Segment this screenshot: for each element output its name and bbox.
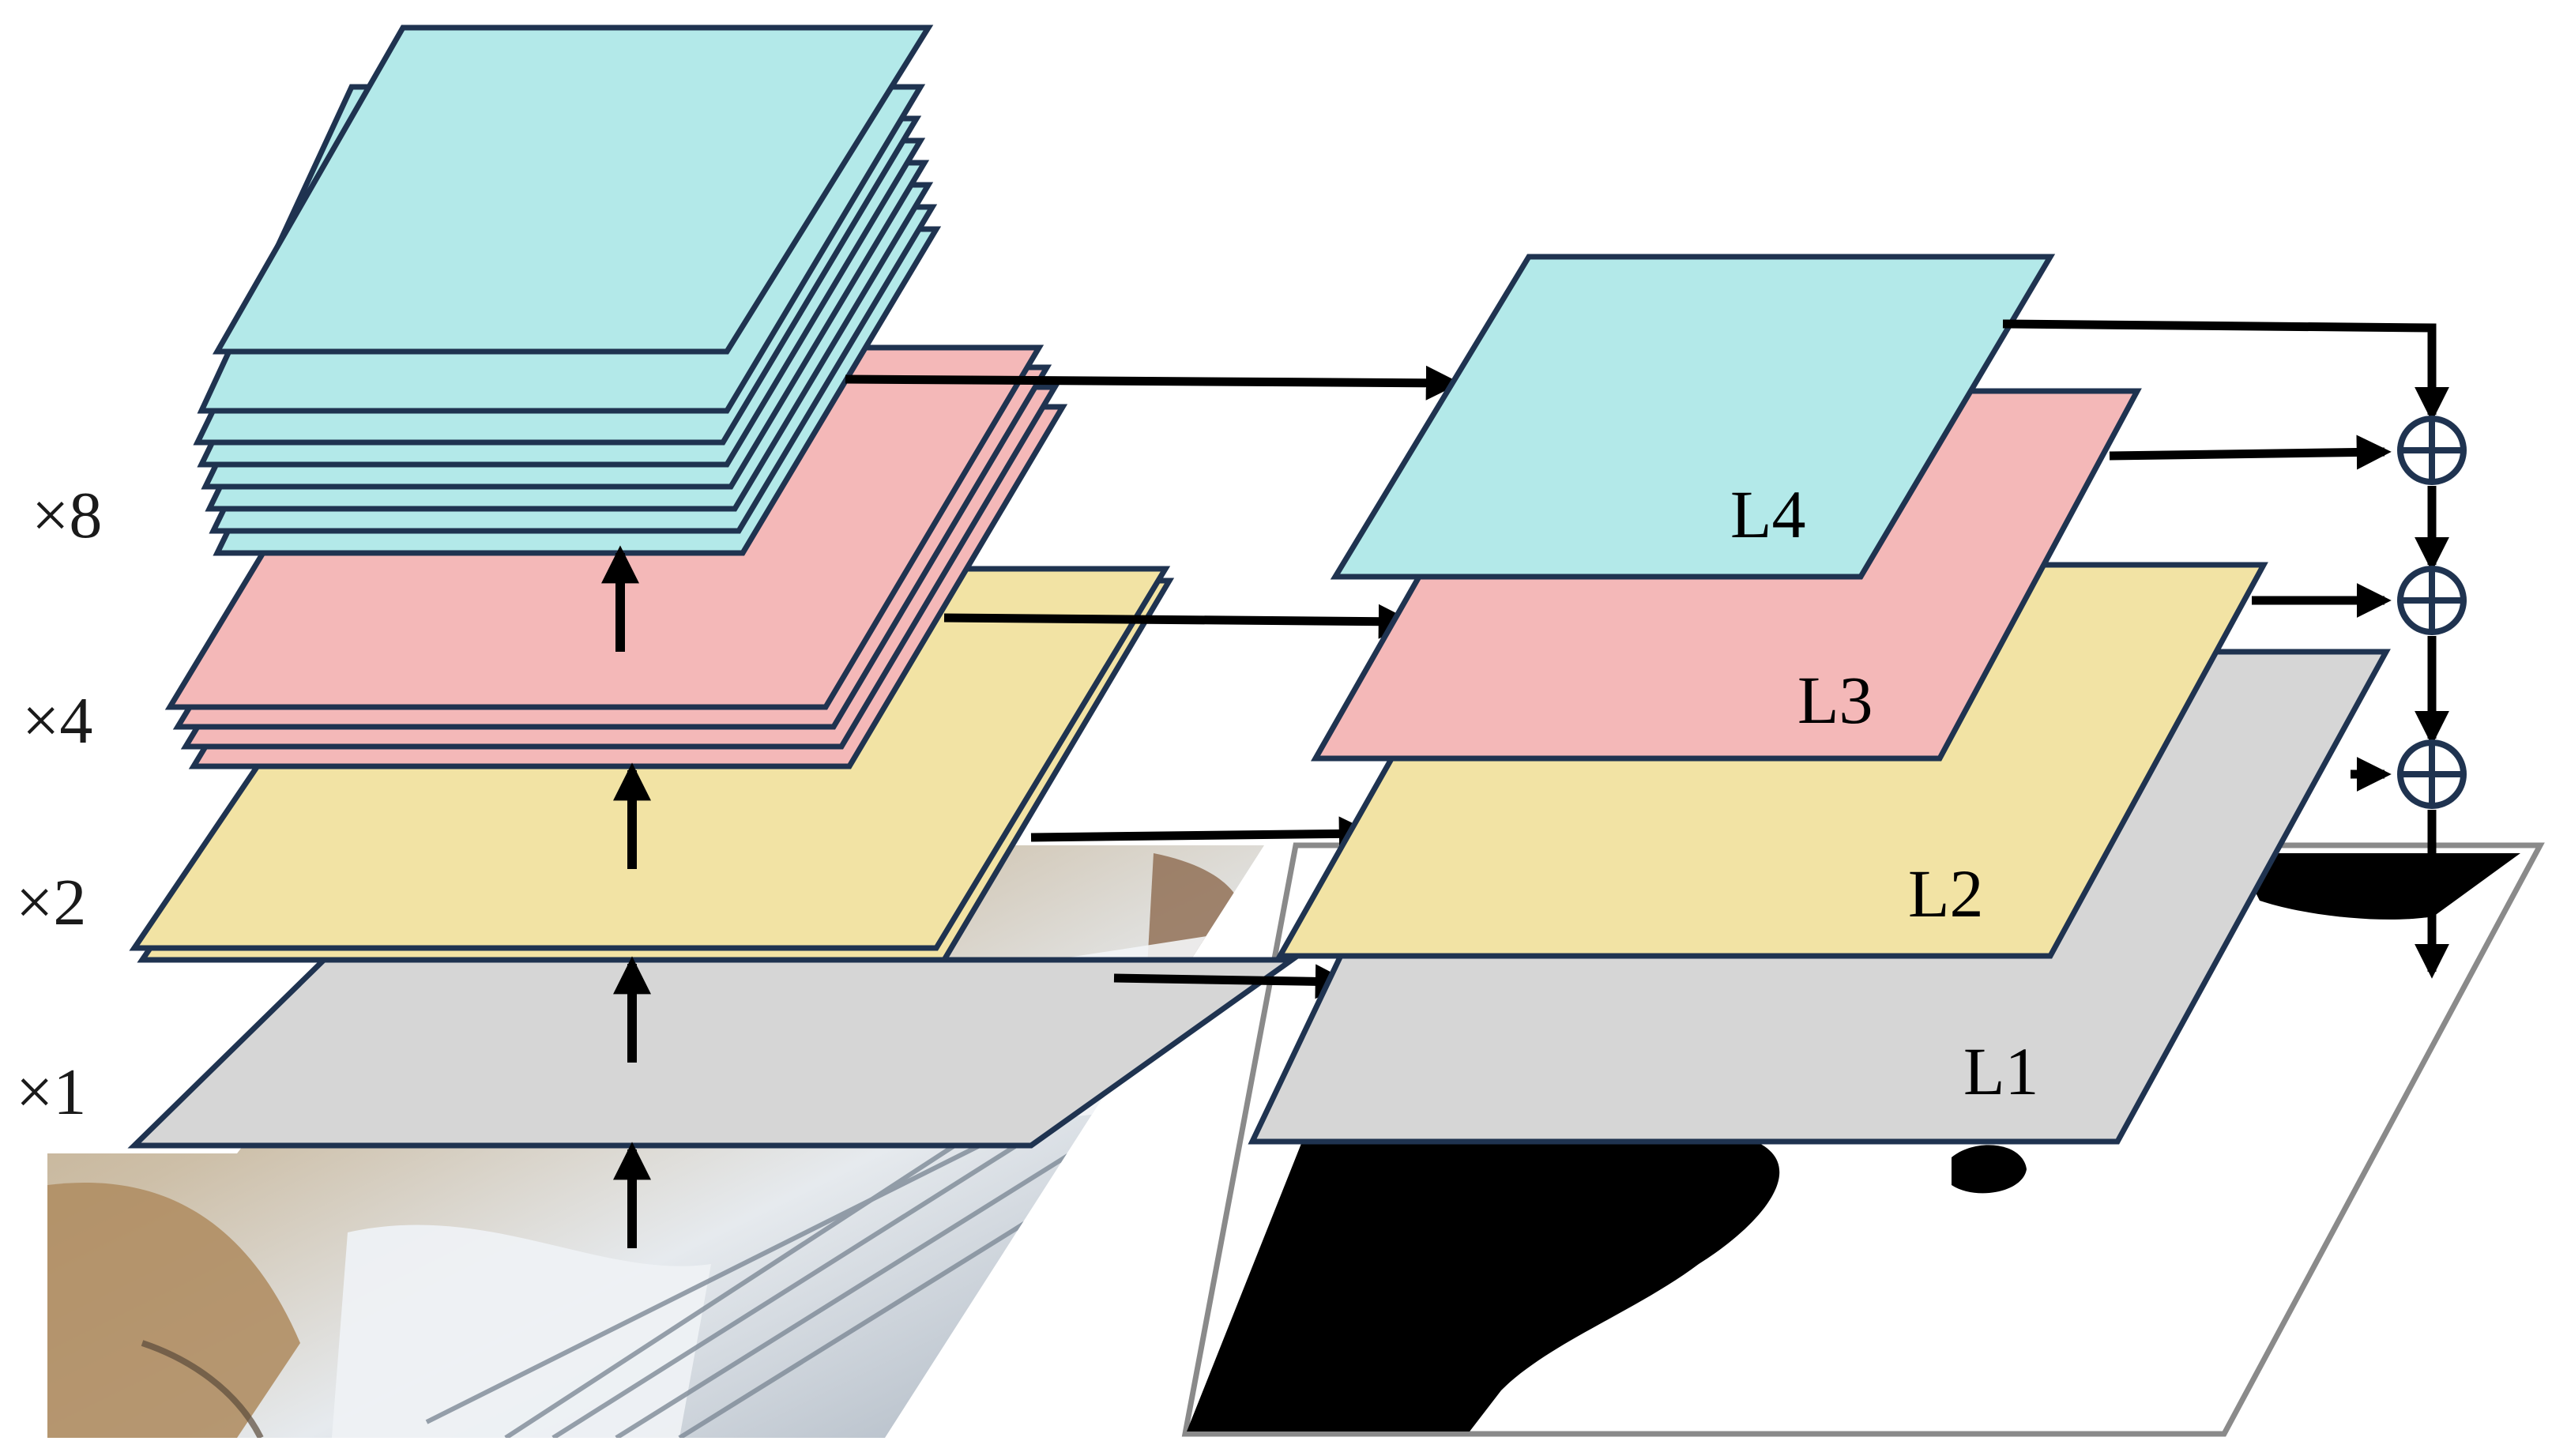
multiplier-x4: ×4 xyxy=(22,684,92,758)
backbone-stage-4 xyxy=(193,24,942,556)
circle-plus-icon xyxy=(2397,566,2467,635)
lateral-arrow-l4 xyxy=(845,365,1461,401)
level-label-L4: L4 xyxy=(1730,476,1806,552)
backbone-up-arrows xyxy=(601,545,651,1248)
lateral-arrow-l3 xyxy=(943,604,1413,639)
circle-plus-icon xyxy=(2397,739,2467,809)
multiplier-x8: ×8 xyxy=(32,479,102,552)
level-label-L3: L3 xyxy=(1797,662,1873,738)
l3-to-fusion xyxy=(2109,435,2392,470)
l4-to-fusion xyxy=(2002,319,2449,422)
multiplier-x1: ×1 xyxy=(16,1055,86,1129)
lateral-arrows xyxy=(845,365,1461,999)
circle-plus-icon xyxy=(2397,416,2467,485)
lateral-arrow-l1 xyxy=(1113,964,1350,999)
fusion-arrows xyxy=(2002,319,2449,979)
multiplier-x2: ×2 xyxy=(16,866,86,939)
backbone-stage-1 xyxy=(127,957,1300,1149)
pyramid-level-L4: L4 xyxy=(1330,254,2056,580)
lateral-arrow-l2 xyxy=(1030,816,1374,852)
level-label-L1: L1 xyxy=(1963,1033,2039,1109)
level-label-L2: L2 xyxy=(1908,856,1984,931)
